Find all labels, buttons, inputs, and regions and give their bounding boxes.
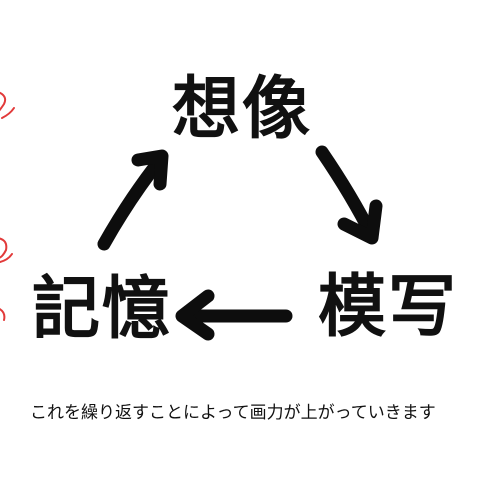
- arrow-memory-to-imagination: [97, 149, 169, 251]
- margin-mark-middle: [0, 237, 13, 263]
- node-memory: 記憶: [32, 270, 173, 349]
- caption-text: これを繰り返すことによって画力が上がっていきます: [30, 403, 436, 423]
- arrow-copying-to-memory: [175, 289, 293, 341]
- arrow-imagination-to-copying: [315, 145, 383, 245]
- margin-mark-bottom: [0, 307, 6, 321]
- margin-mark-top: [0, 91, 15, 119]
- node-imagination: 想像: [172, 70, 313, 149]
- node-copying: 模写: [318, 268, 459, 347]
